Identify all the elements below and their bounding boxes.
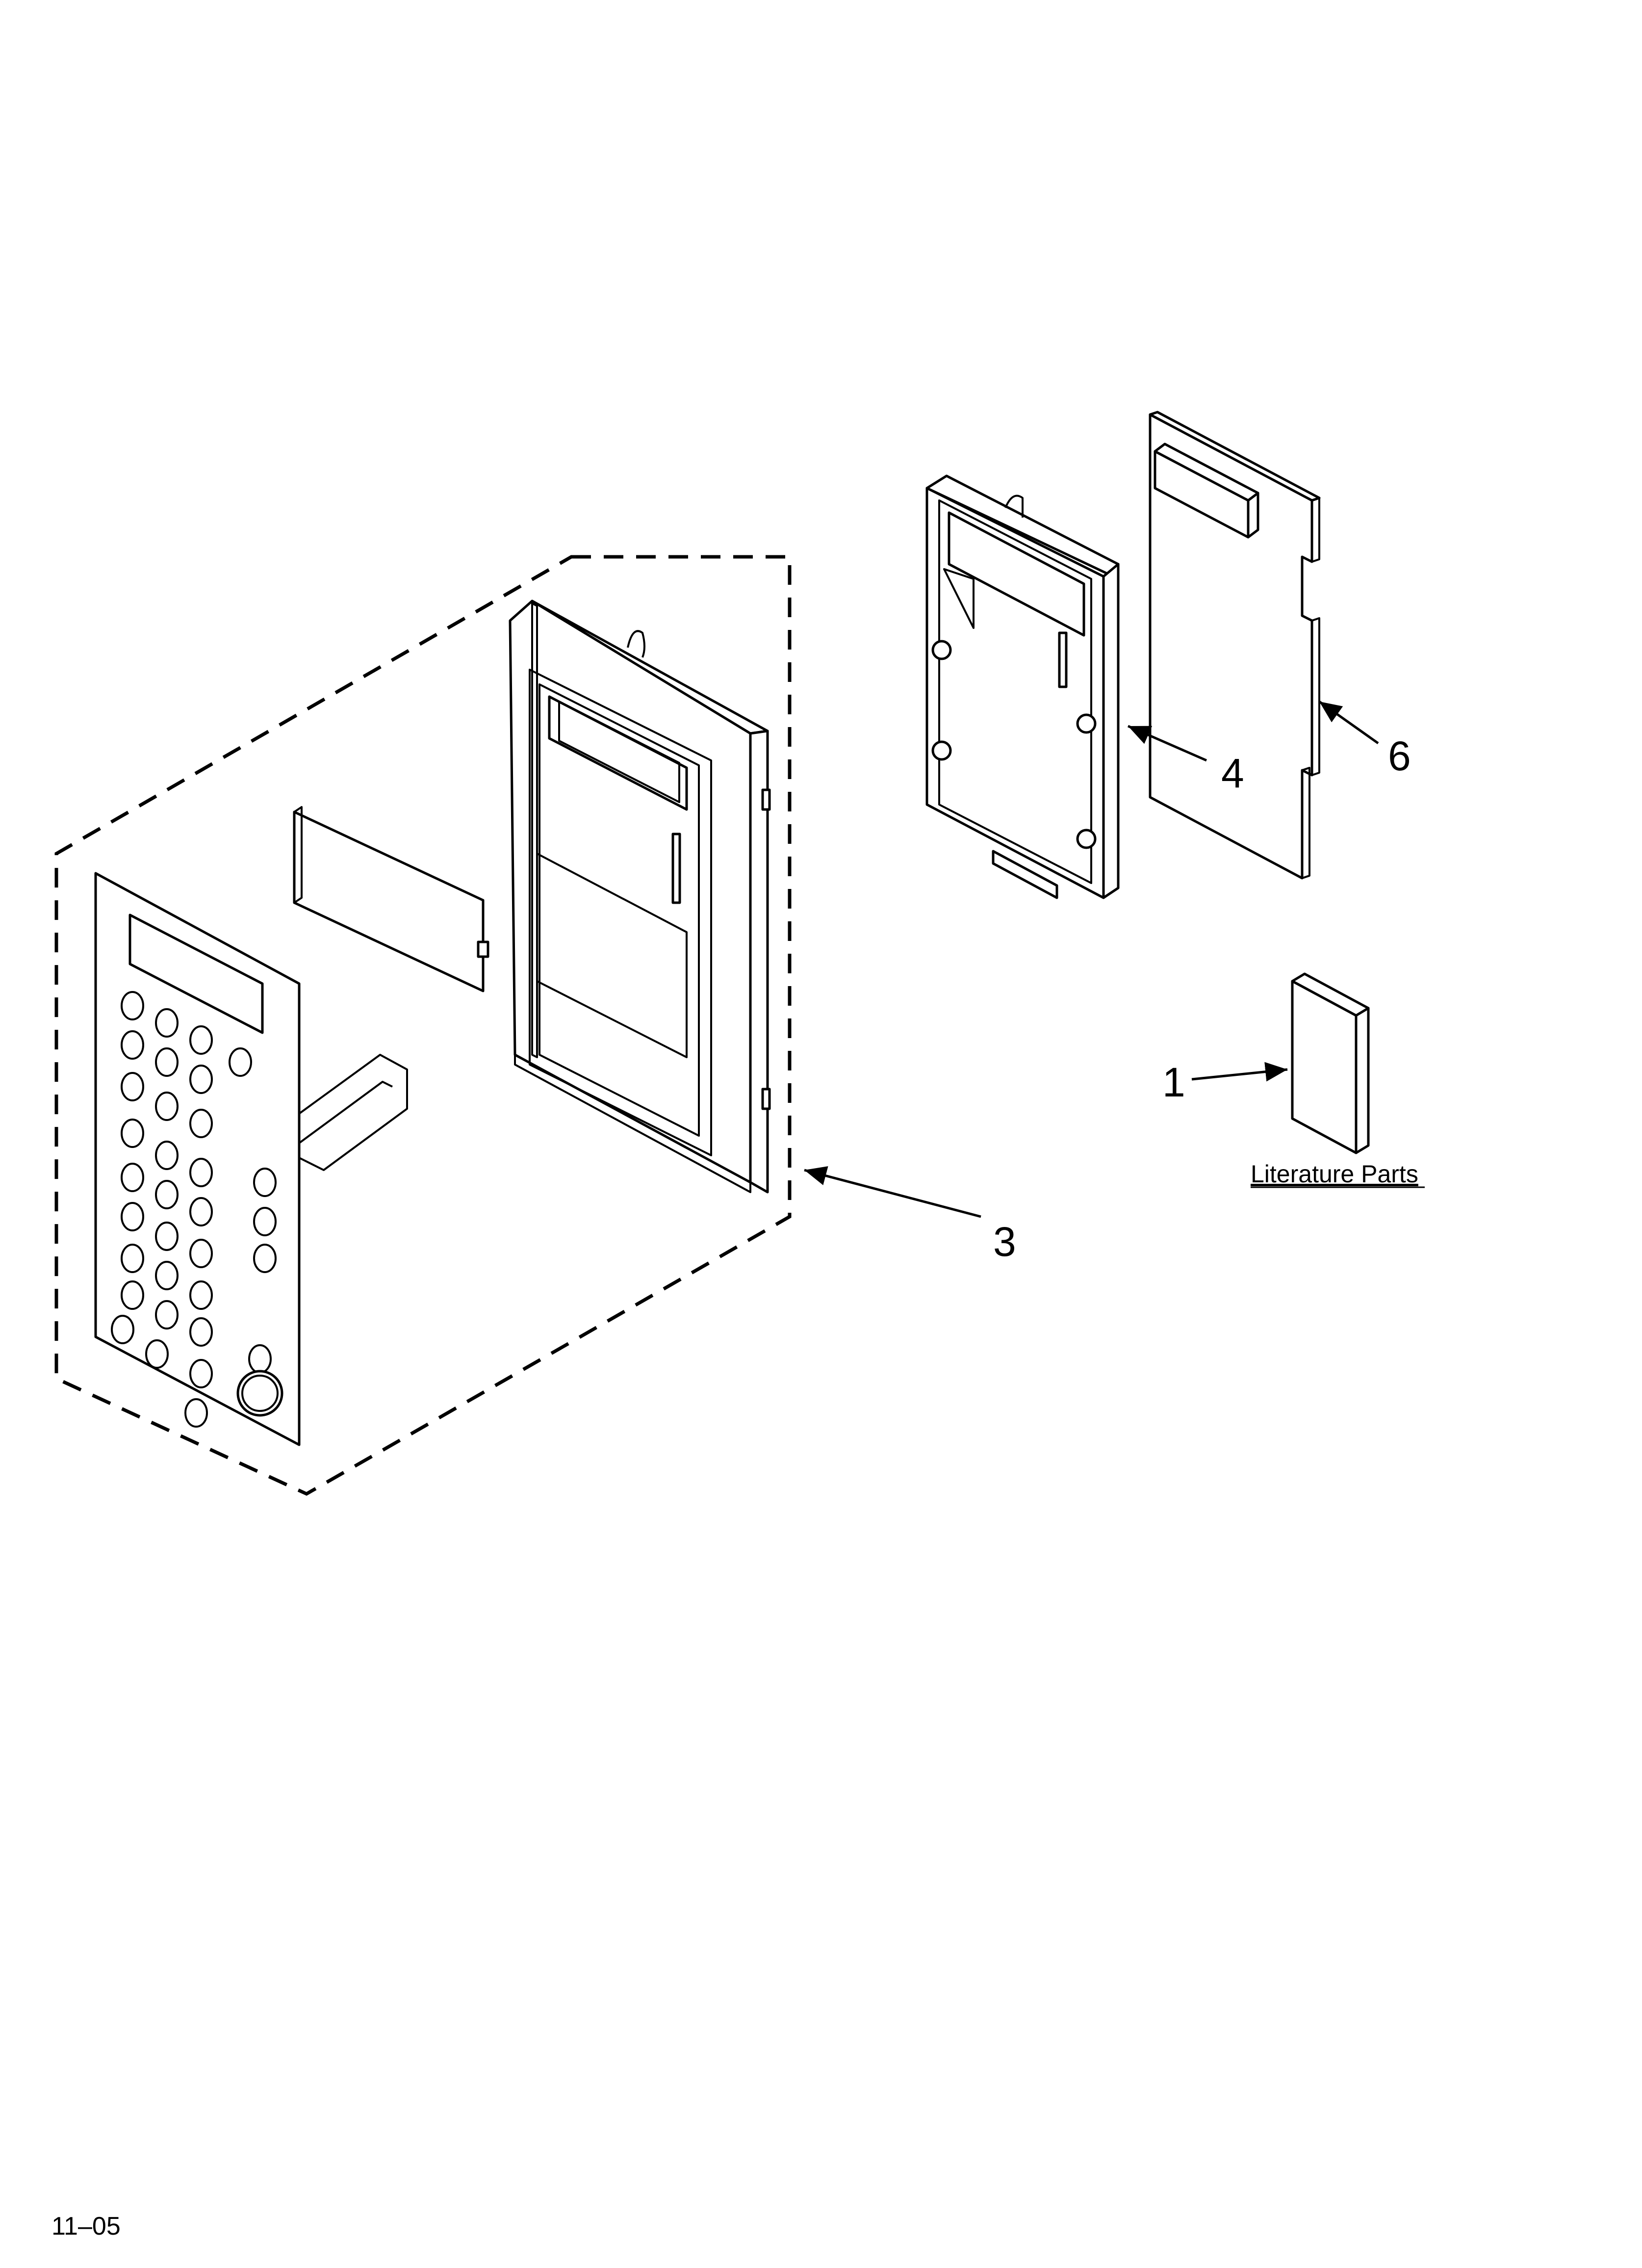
keypad-button	[189, 1317, 213, 1347]
revision-code: 11–05	[51, 2212, 121, 2241]
keypad-button	[155, 1141, 179, 1170]
keypad-button	[121, 1119, 144, 1148]
literature-parts-caption: Literature Parts	[1251, 1160, 1418, 1188]
keypad-button	[155, 1008, 179, 1038]
callout-6: 6	[1388, 733, 1411, 779]
keypad-button	[155, 1092, 179, 1121]
keypad-button	[253, 1207, 277, 1236]
door-assembly-boundary	[54, 555, 792, 1496]
keypad-button	[121, 1072, 144, 1101]
keypad-button	[155, 1047, 179, 1077]
keypad-button	[121, 1163, 144, 1192]
keypad-button	[189, 1065, 213, 1094]
literature-booklet	[1291, 972, 1370, 1154]
keypad-button	[121, 1030, 144, 1060]
keypad-button	[189, 1025, 213, 1055]
callout-4: 4	[1221, 750, 1244, 796]
keypad-button	[189, 1239, 213, 1268]
leader-arrow-1	[1191, 1062, 1288, 1082]
keypad-start-button	[236, 1370, 283, 1417]
callout-3: 3	[993, 1219, 1016, 1265]
leader-arrow-4	[1127, 725, 1207, 762]
leader-arrow-3	[804, 1166, 981, 1218]
keypad-button	[155, 1261, 179, 1290]
keypad-panel	[94, 872, 408, 1446]
callout-1: 1	[1162, 1059, 1185, 1105]
keypad-button	[121, 1244, 144, 1273]
control-board-housing	[925, 474, 1120, 899]
keypad-button	[145, 1339, 169, 1369]
keypad-button	[253, 1168, 277, 1197]
keypad-button	[189, 1109, 213, 1138]
keypad-button	[121, 1280, 144, 1310]
keypad-button	[155, 1180, 179, 1209]
keypad-button	[111, 1315, 134, 1344]
keypad-button	[155, 1222, 179, 1251]
keypad-button	[121, 1202, 144, 1231]
keypad-button	[155, 1300, 179, 1330]
keypad-button	[184, 1398, 208, 1428]
display-window	[293, 806, 489, 992]
keypad-button	[189, 1158, 213, 1187]
keypad-button	[189, 1280, 213, 1310]
keypad-buttons	[111, 991, 277, 1428]
keypad-button	[229, 1047, 252, 1077]
keypad-button	[253, 1244, 277, 1273]
keypad-button	[121, 991, 144, 1020]
keypad-button	[189, 1197, 213, 1226]
leader-arrow-6	[1318, 700, 1379, 745]
control-panel-frame	[509, 600, 771, 1194]
keypad-button	[189, 1359, 213, 1388]
circuit-board	[1149, 411, 1321, 880]
